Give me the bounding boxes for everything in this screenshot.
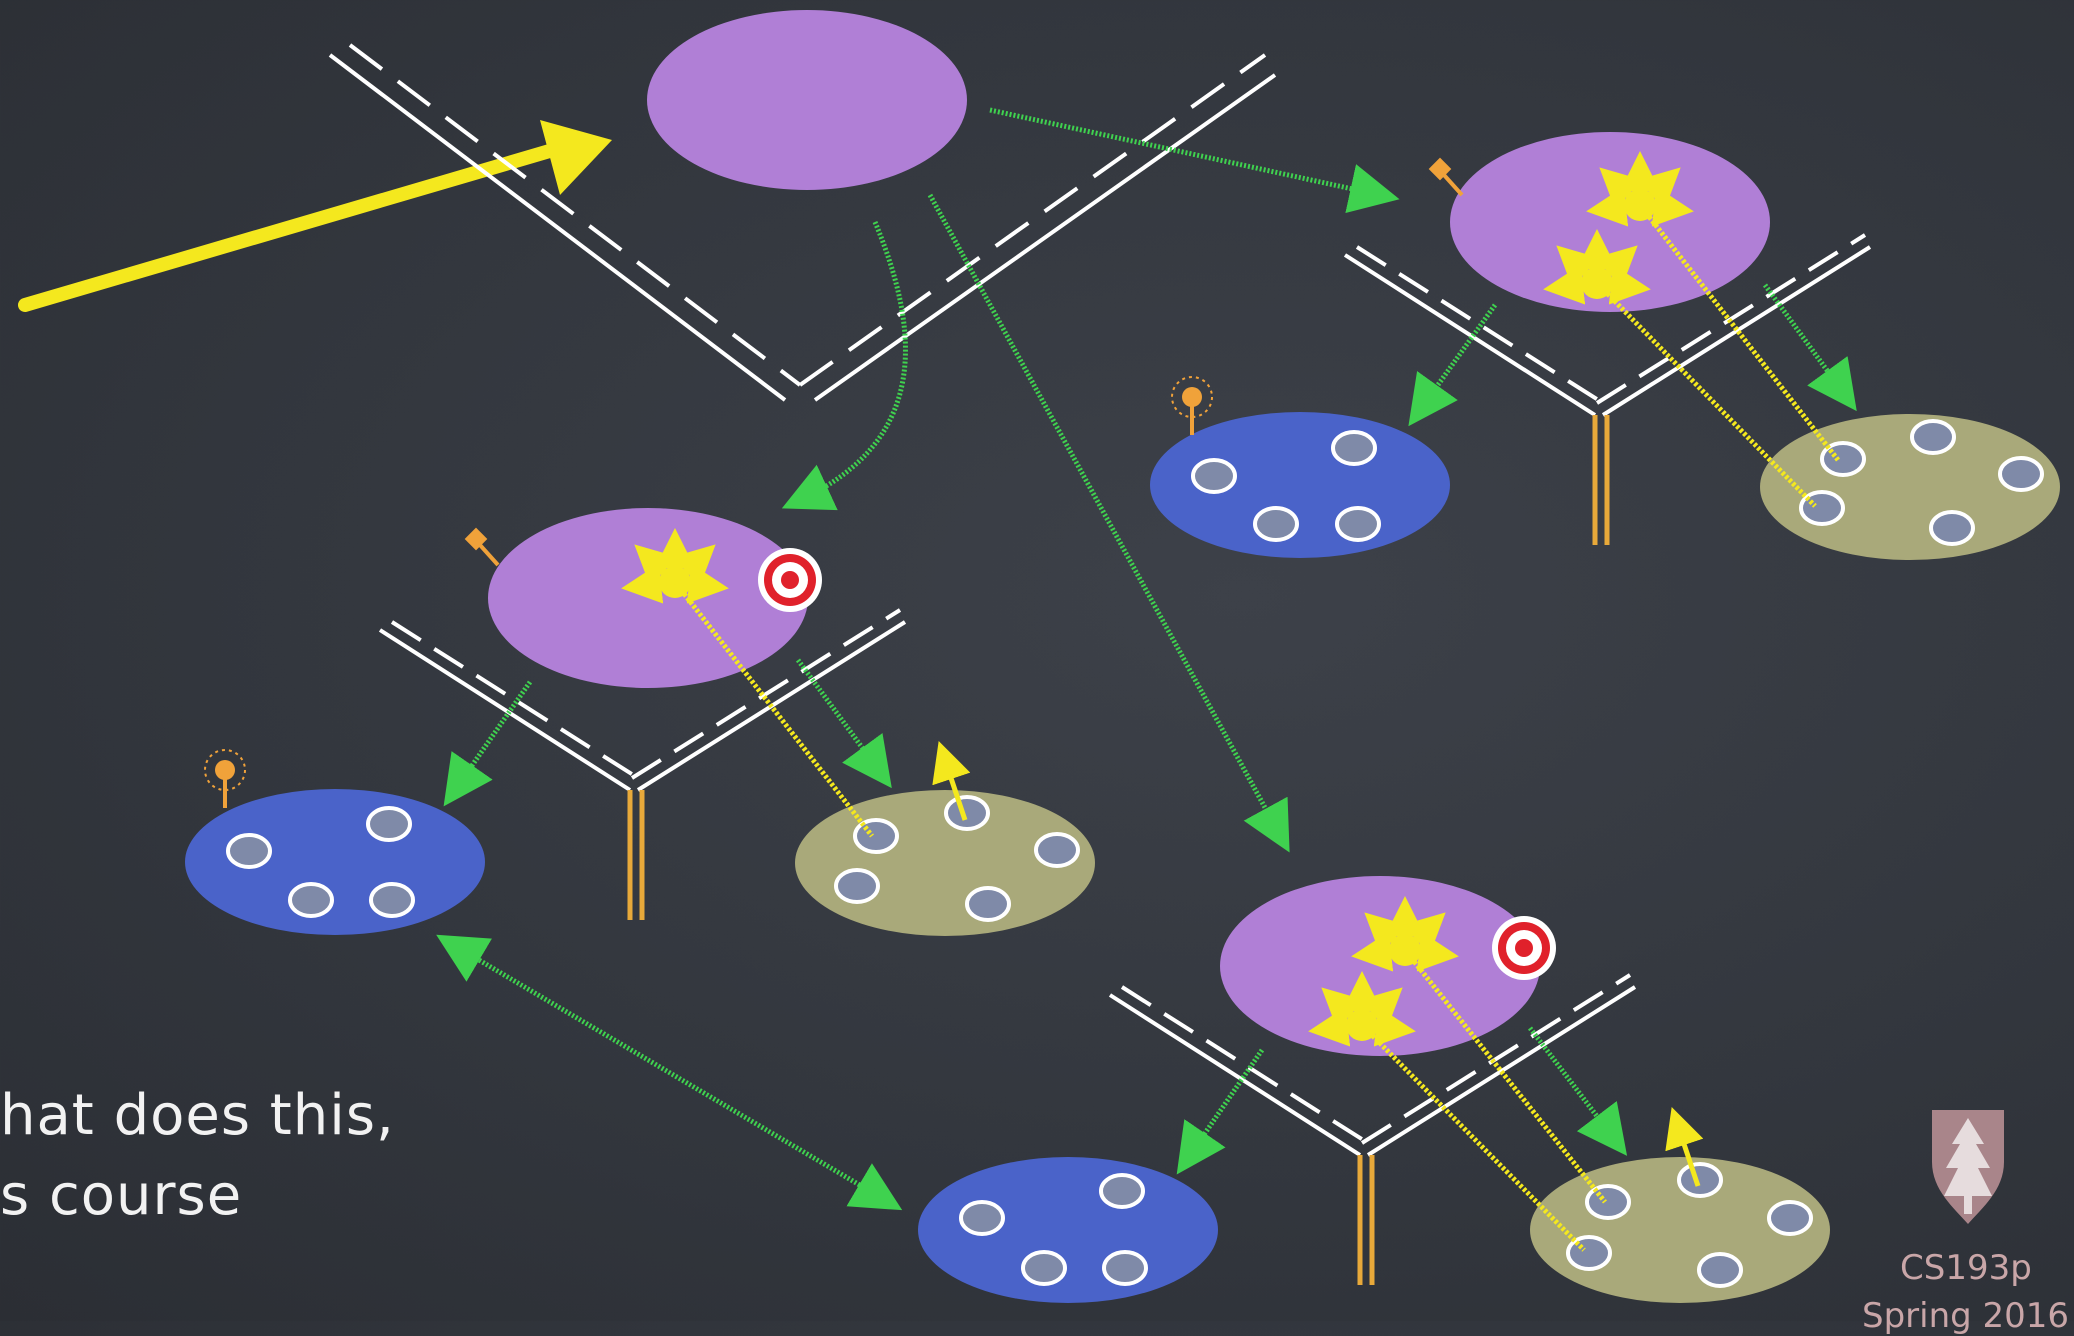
left-model <box>185 789 485 935</box>
target-icon <box>758 548 822 612</box>
wand-icon <box>1426 155 1464 197</box>
entry-arrow-head <box>540 120 612 195</box>
wand-icon <box>462 525 500 567</box>
left-model-objects <box>226 806 415 918</box>
arrow-bottom-controller-to-view <box>1528 1026 1628 1156</box>
caption-line-1: hat does this, <box>0 1083 395 1148</box>
entry-arrow <box>18 138 577 312</box>
caption-line-2: s course <box>0 1163 243 1228</box>
right-outlet-line-2 <box>1595 281 1817 508</box>
left-controller <box>488 508 808 688</box>
bottom-outlet-line-1 <box>1403 948 1607 1204</box>
stanford-tree-icon <box>1932 1110 2004 1224</box>
arrow-root-to-right <box>989 107 1400 214</box>
arrow-right-controller-to-model <box>1408 303 1498 427</box>
arrow-bottom-controller-to-model <box>1176 1048 1265 1175</box>
term-label: Spring 2016 <box>1862 1296 2070 1336</box>
antenna-icon <box>1170 375 1214 437</box>
bottom-view-action <box>1665 1107 1704 1187</box>
target-icon <box>1492 916 1556 980</box>
bottom-model <box>918 1157 1218 1303</box>
bottom-outlet-line-2 <box>1360 1023 1586 1252</box>
arrow-root-to-bottom <box>927 193 1290 853</box>
arrow-root-to-left <box>781 221 908 511</box>
bottom-model-objects <box>959 1173 1148 1286</box>
arrow-left-controller-to-model <box>443 680 533 807</box>
right-outlet-line-1 <box>1638 203 1840 462</box>
right-model-objects <box>1191 430 1381 542</box>
antenna-icon <box>203 748 247 810</box>
left-outlet-line <box>673 580 874 838</box>
bottom-controller <box>1220 876 1540 1056</box>
right-controller <box>1450 132 1770 312</box>
arrow-left-controller-to-view <box>795 658 892 789</box>
arrow-model-to-model <box>436 934 903 1211</box>
left-view-action <box>932 741 971 821</box>
root-controller <box>647 10 967 190</box>
bottom-view-objects <box>1566 1162 1813 1288</box>
arrow-right-controller-to-view <box>1762 283 1857 412</box>
course-label: CS193p <box>1900 1248 2032 1288</box>
